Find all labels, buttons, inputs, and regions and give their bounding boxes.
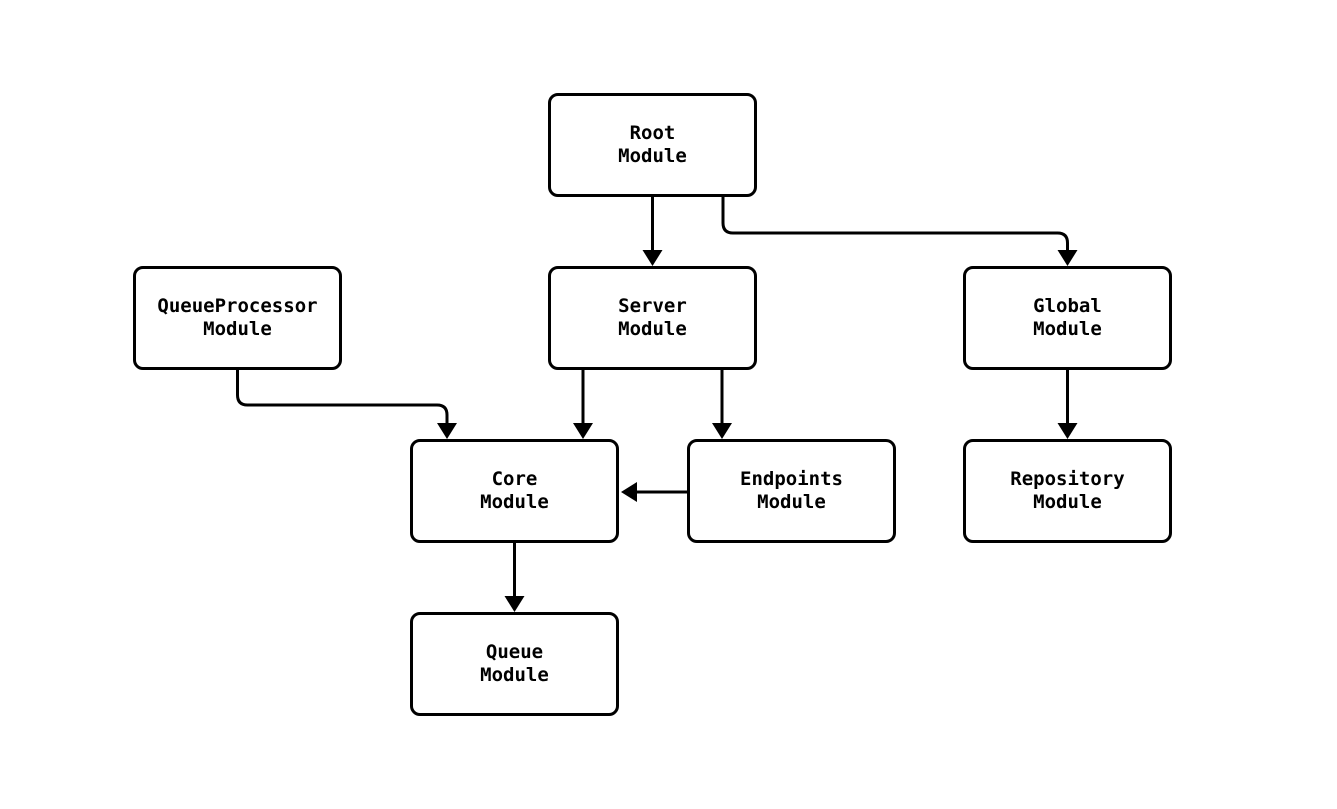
node-global-module: Global Module [963, 266, 1172, 370]
edge-queueprocessor-to-core [236, 370, 457, 439]
node-repository-module: Repository Module [963, 439, 1172, 543]
node-queue-module: Queue Module [410, 612, 619, 716]
node-root-module-label: Root Module [618, 122, 687, 167]
node-repository-module-label: Repository Module [1010, 468, 1125, 513]
node-endpoints-module-label: Endpoints Module [740, 468, 843, 513]
node-root-module: Root Module [548, 93, 757, 197]
node-server-module: Server Module [548, 266, 757, 370]
edge-root-to-global [721, 197, 1078, 266]
node-global-module-label: Global Module [1033, 295, 1102, 340]
node-core-module-label: Core Module [480, 468, 549, 513]
node-queue-module-label: Queue Module [480, 641, 549, 686]
node-endpoints-module: Endpoints Module [687, 439, 896, 543]
node-server-module-label: Server Module [618, 295, 687, 340]
node-queueprocessor-module: QueueProcessor Module [133, 266, 342, 370]
node-core-module: Core Module [410, 439, 619, 543]
node-queueprocessor-module-label: QueueProcessor Module [157, 295, 318, 340]
